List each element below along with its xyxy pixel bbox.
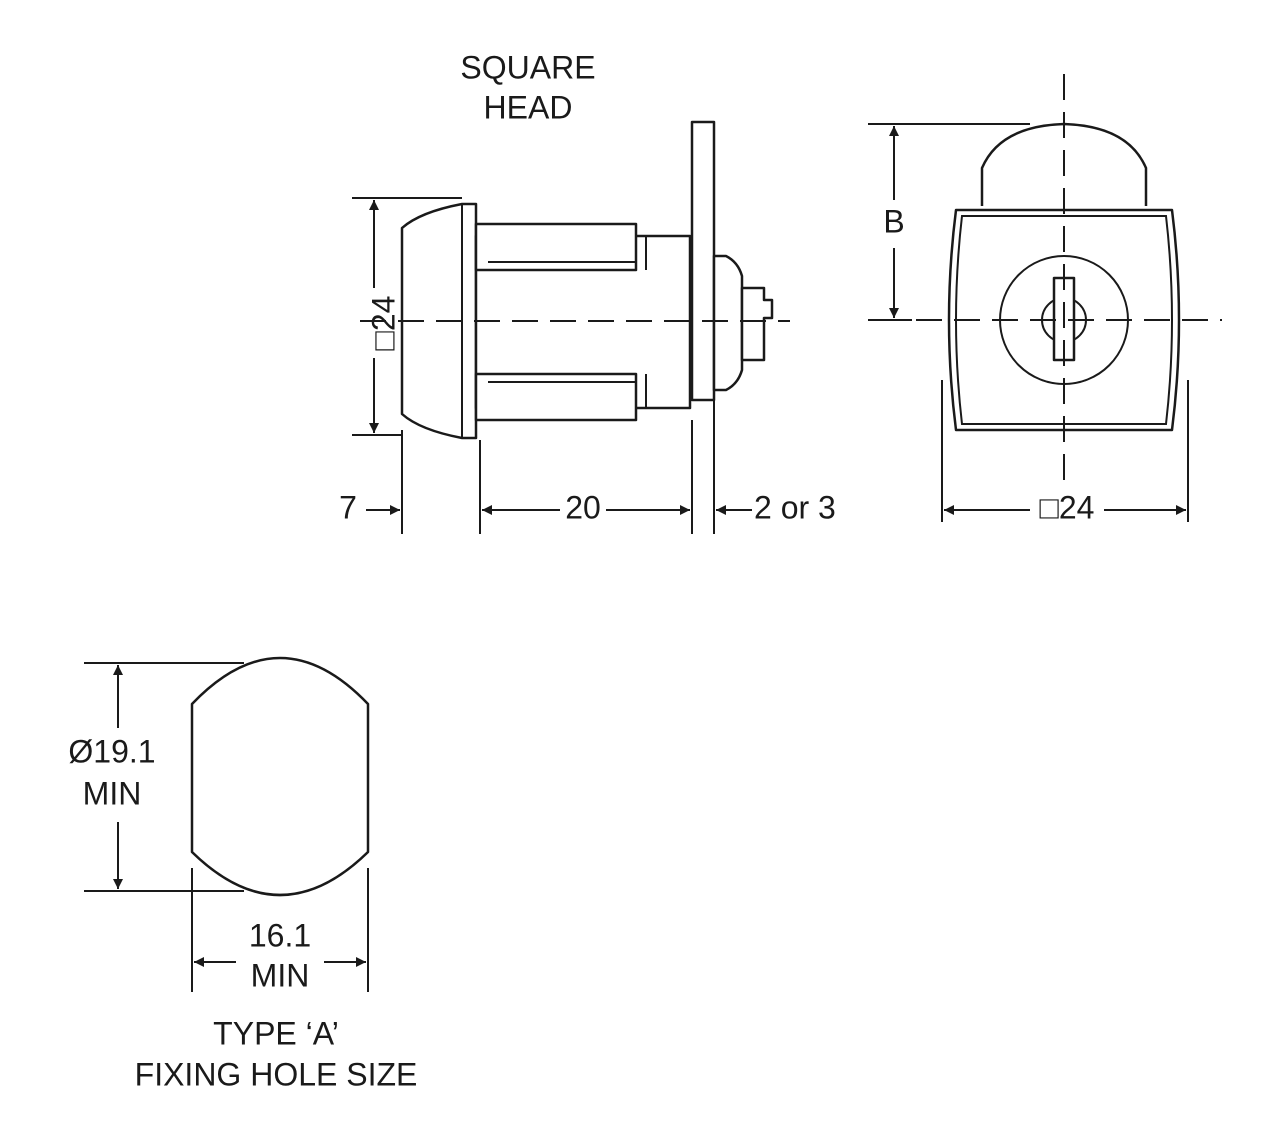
- hole-width-label-line2: MIN: [251, 957, 310, 993]
- fixing-hole-outline: [190, 656, 370, 897]
- square-head-label-line1: SQUARE: [460, 49, 595, 85]
- dim-2-or-3-label: 2 or 3: [754, 489, 836, 525]
- dim-7-label: 7: [339, 489, 357, 525]
- front-width-label: □24: [1040, 489, 1095, 525]
- side-view: □24 7 20 2 or 3: [339, 120, 836, 534]
- side-height-label: □24: [365, 296, 401, 351]
- side-lower-fin: [474, 372, 638, 422]
- side-nut: [712, 254, 744, 392]
- fixing-hole-view: Ø19.1 MIN 16.1 MIN TYPE ‘A’ FIXING HOLE …: [68, 656, 418, 1092]
- dim-20-label: 20: [565, 489, 601, 525]
- hole-diameter-label-line2: MIN: [83, 775, 142, 811]
- hole-width-label-line1: 16.1: [249, 917, 311, 953]
- dim-b-label: B: [883, 203, 904, 239]
- square-head-label-line2: HEAD: [484, 89, 573, 125]
- hole-caption-line1: TYPE ‘A’: [213, 1015, 339, 1051]
- front-view: B □24: [868, 74, 1222, 525]
- side-panel: [690, 120, 716, 402]
- side-cam: [740, 286, 774, 362]
- hole-diameter-label-line1: Ø19.1: [68, 733, 155, 769]
- hole-caption-line2: FIXING HOLE SIZE: [135, 1056, 418, 1092]
- side-upper-fin: [474, 222, 638, 272]
